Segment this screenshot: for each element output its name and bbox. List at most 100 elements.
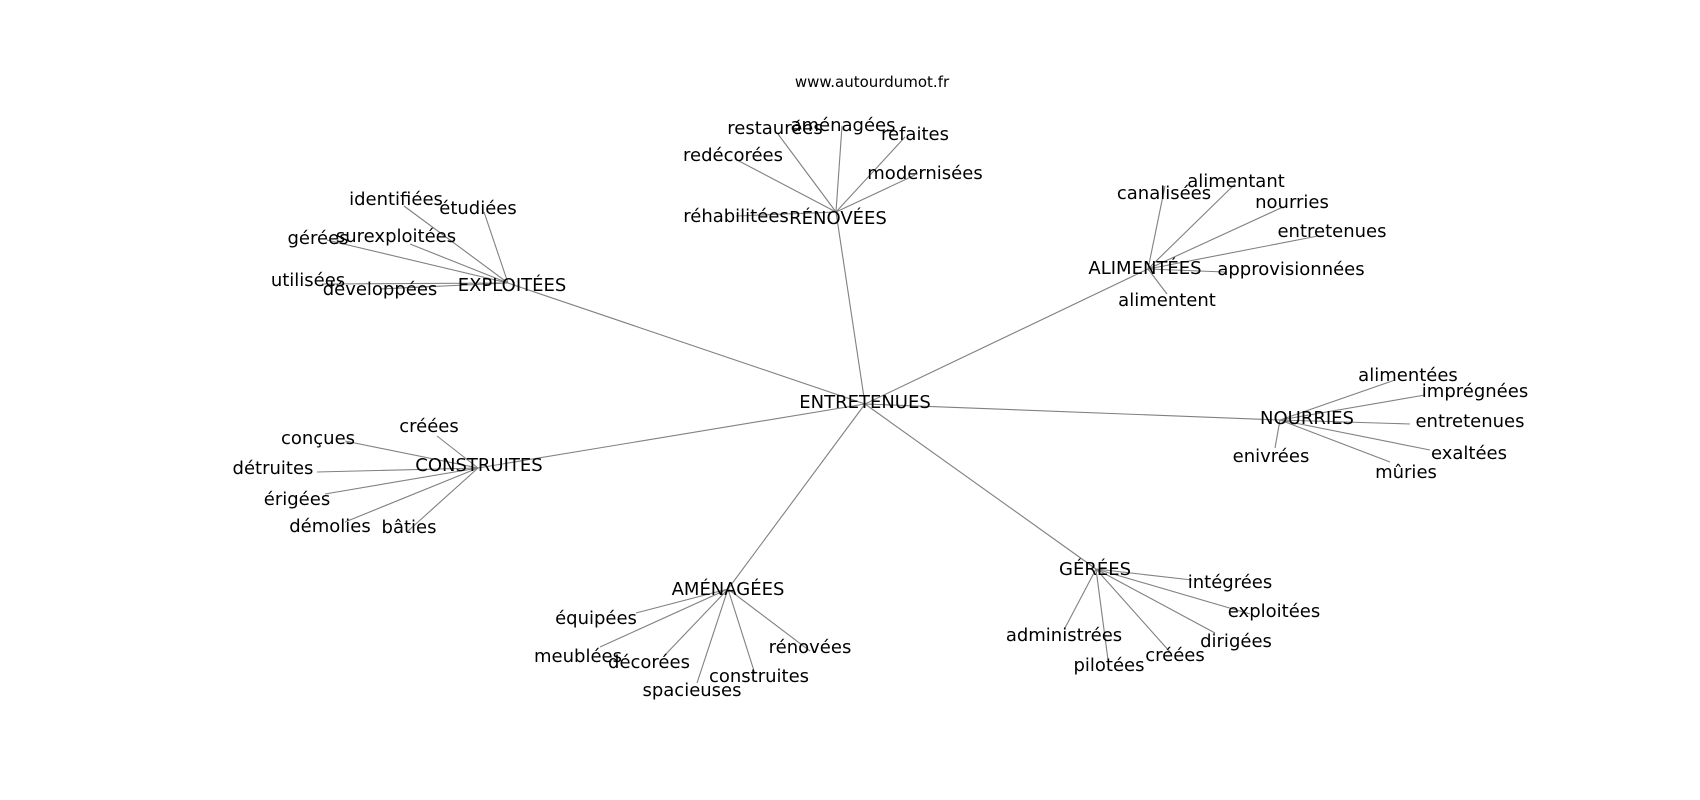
edge-cluster-to-leaf [1147,206,1284,270]
leaf-node-label: spacieuses [642,680,741,701]
leaf-node-label: imprégnées [1422,381,1528,402]
edge-center-to-cluster [864,403,1281,421]
edge-cluster-to-leaf [1095,568,1193,581]
edge-cluster-to-leaf [1095,568,1216,634]
edge-cluster-to-leaf [727,588,811,652]
edge-cluster-to-leaf [664,588,729,656]
leaf-node-label: étudiées [439,198,517,219]
edge-cluster-to-leaf [344,440,479,469]
leaf-node-label: réhabilitées [683,206,789,227]
leaf-node-label: aménagées [790,115,895,136]
edge-cluster-to-leaf [835,174,916,213]
leaf-node-label: décorées [608,652,690,673]
leaf-node-label: identifiées [349,189,443,210]
edge-cluster-to-leaf [1095,568,1171,653]
edge-center-to-cluster [864,403,1097,570]
leaf-node-label: développées [323,279,438,300]
edge-cluster-to-leaf [1279,419,1391,463]
cluster-node-label: RÉNOVÉES [789,207,887,229]
leaf-node-label: intégrées [1188,572,1273,593]
watermark-text: www.autourdumot.fr [795,73,950,91]
edge-cluster-to-leaf [1147,235,1319,270]
cluster-node-label: GÉRÉES [1059,558,1131,580]
graph-labels: www.autourdumot.fr ENTRETENUES restaurée… [233,73,1529,701]
edge-cluster-to-leaf [1064,568,1097,629]
edge-center-to-cluster [507,282,866,405]
leaf-node-label: mûries [1375,462,1437,483]
edge-cluster-to-leaf [316,467,479,473]
leaf-node-label: utilisées [271,270,345,291]
leaf-node-label: dirigées [1200,631,1272,652]
leaf-node-label: administrées [1006,625,1122,646]
leaf-node-label: modernisées [867,163,982,184]
edge-center-to-cluster [477,403,866,469]
edge-cluster-to-leaf [735,211,837,217]
leaf-node-label: alimentées [1358,365,1458,386]
edge-cluster-to-leaf [1147,268,1168,295]
edge-cluster-to-leaf [483,211,509,284]
edge-cluster-to-leaf [379,282,509,290]
leaf-node-label: meublées [534,646,622,667]
edge-cluster-to-leaf [409,243,509,284]
leaf-node-label: exaltées [1431,443,1507,464]
leaf-node-label: entretenues [1415,411,1524,432]
leaf-node-label: bâties [382,517,437,538]
leaf-node-label: conçues [281,428,355,449]
edge-center-to-cluster [864,268,1149,405]
leaf-node-label: exploitées [1228,601,1320,622]
leaf-node-label: alimentent [1118,290,1216,311]
leaf-node-label: gérées [287,228,348,249]
leaf-node-label: détruites [233,458,314,479]
edge-cluster-to-leaf [1274,419,1281,449]
leaf-node-label: refaites [881,124,949,145]
edge-cluster-to-leaf [344,467,479,523]
edge-cluster-to-leaf [835,125,843,213]
leaf-node-label: équipées [555,608,637,629]
leaf-node-label: créées [399,416,459,437]
leaf-node-label: redécorées [683,145,783,166]
leaf-node-label: rénovées [769,637,852,658]
edge-cluster-to-leaf [324,467,479,495]
edge-cluster-to-leaf [1147,183,1236,270]
edge-cluster-to-leaf [321,282,509,285]
edge-cluster-to-leaf [599,588,729,648]
edge-cluster-to-leaf [1095,568,1251,615]
leaf-node-label: approvisionnées [1217,259,1364,280]
center-node-label: ENTRETENUES [799,392,931,413]
edge-cluster-to-leaf [1279,394,1426,421]
edge-cluster-to-leaf [1147,268,1226,273]
edge-cluster-to-leaf [436,435,479,469]
leaf-node-label: créées [1145,645,1205,666]
edge-cluster-to-leaf [1279,379,1396,421]
leaf-node-label: démolies [289,516,371,537]
leaf-node-label: restaurées [727,118,822,139]
cluster-node-label: EXPLOITÉES [458,274,567,296]
leaf-node-label: entretenues [1277,221,1386,242]
edge-cluster-to-leaf [635,588,729,614]
edge-center-to-cluster [727,403,866,590]
edge-cluster-to-leaf [1279,419,1411,425]
leaf-node-label: surexploitées [336,226,456,247]
edge-cluster-to-leaf [1279,419,1431,451]
edge-cluster-to-leaf [1147,185,1166,270]
edge-cluster-to-leaf [835,136,906,213]
edge-cluster-to-leaf [407,467,479,532]
leaf-node-label: pilotées [1073,655,1144,676]
edge-center-to-cluster [835,211,866,405]
leaf-node-label: nourries [1255,192,1329,213]
leaf-node-label: construites [709,666,809,687]
leaf-node-label: érigées [264,489,330,510]
edge-cluster-to-leaf [326,239,509,284]
cluster-node-label: CONSTRUITES [415,455,542,476]
graph-edges [316,125,1431,684]
cluster-node-label: AMÉNAGÉES [672,578,785,600]
leaf-node-label: alimentant [1187,171,1285,192]
edge-cluster-to-leaf [696,588,729,684]
cluster-node-label: ALIMENTÉES [1088,257,1201,279]
edge-cluster-to-leaf [403,205,509,284]
leaf-node-label: canalisées [1117,183,1211,204]
edge-cluster-to-leaf [736,159,837,213]
edge-cluster-to-leaf [777,133,837,213]
leaf-node-label: enivrées [1233,446,1310,467]
